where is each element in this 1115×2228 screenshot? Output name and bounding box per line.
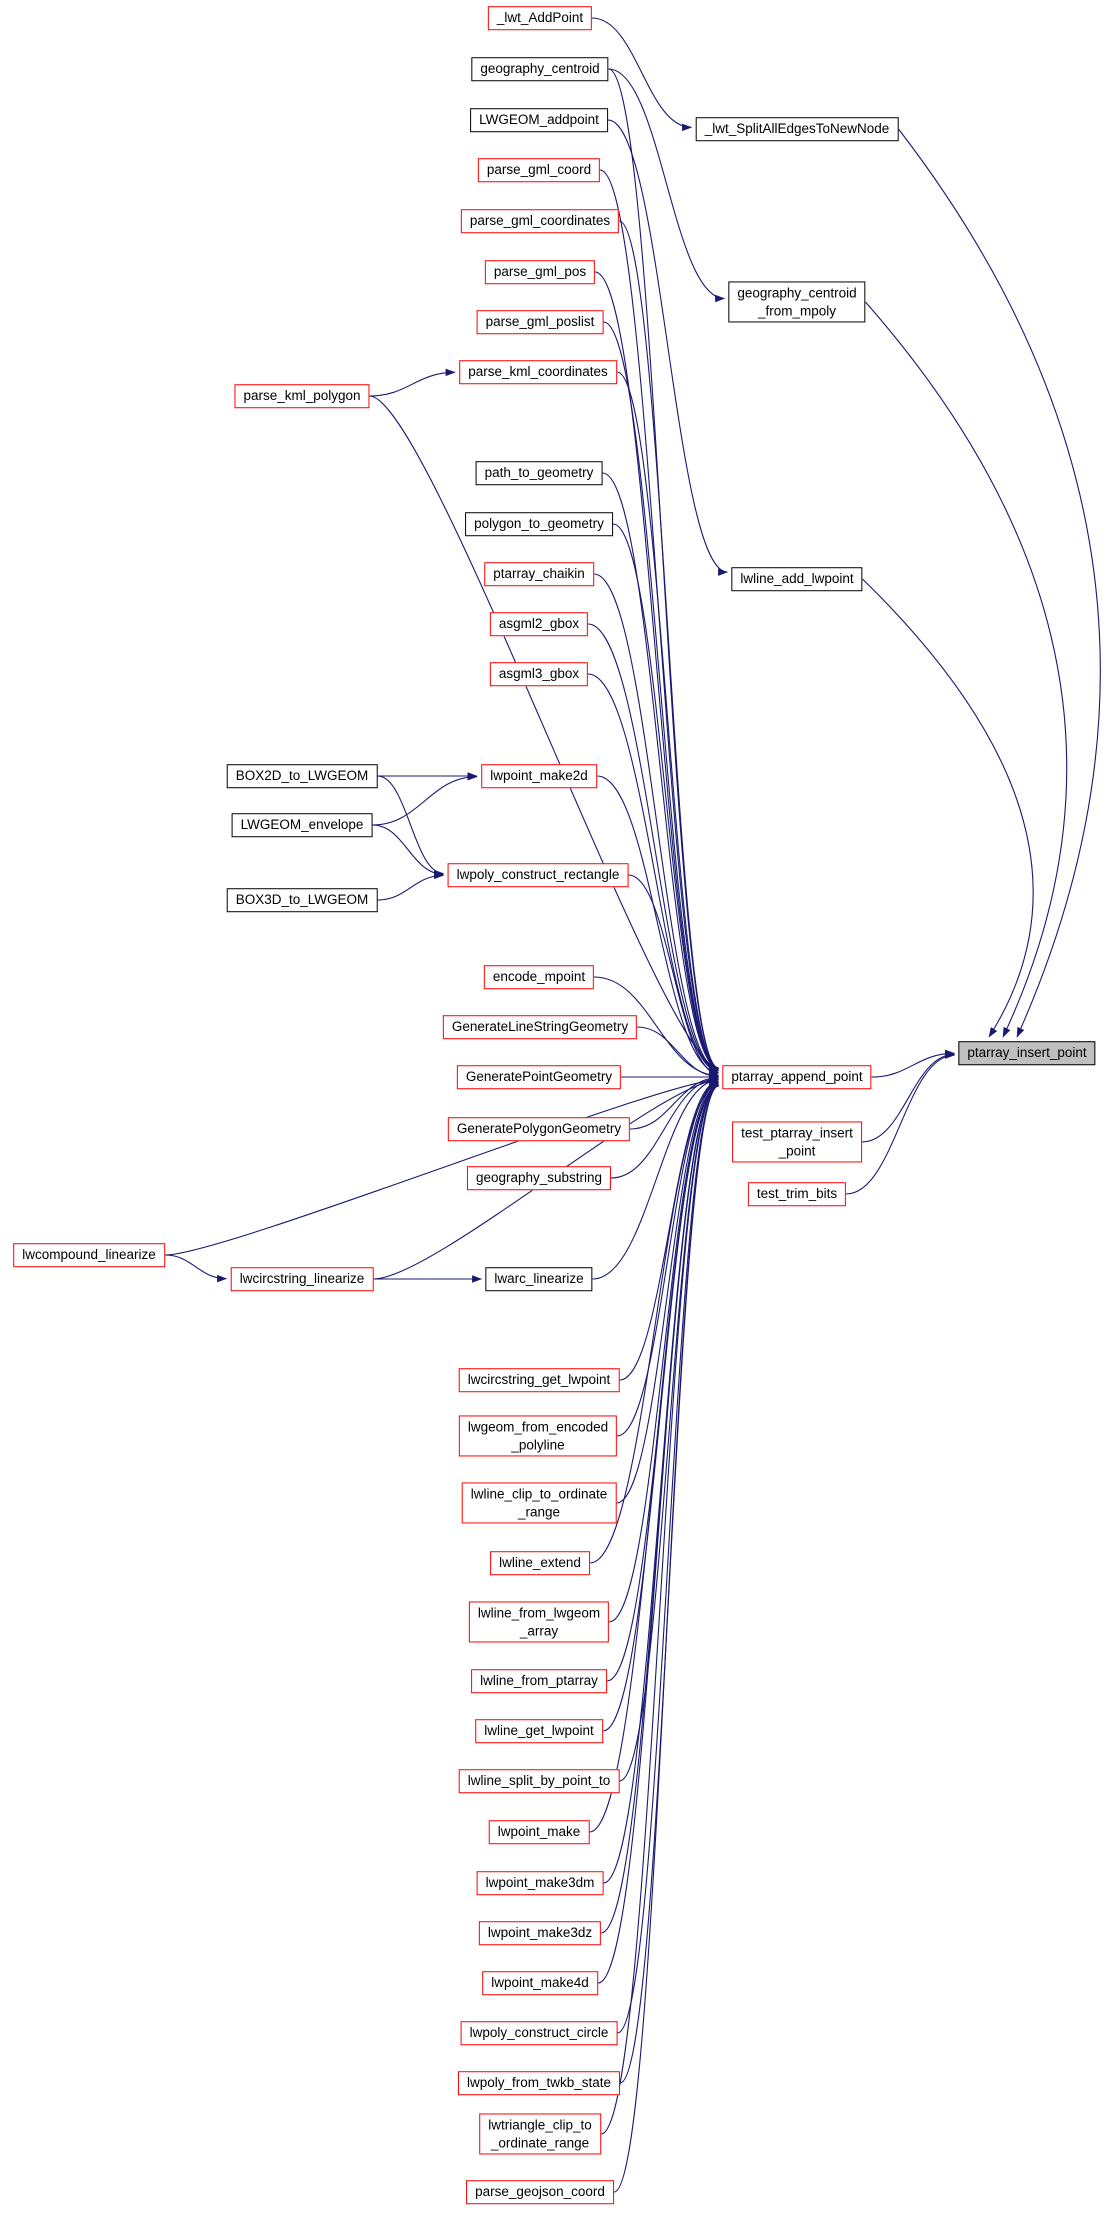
graph-node-lwline_from_ptarray[interactable]: lwline_from_ptarray xyxy=(471,1669,607,1693)
graph-node-geography_centroid_from_mpoly[interactable]: geography_centroid _from_mpoly xyxy=(728,281,866,323)
edge-asgml2_gbox-to-ptarray_append_point xyxy=(587,623,719,1074)
edge-path_to_geometry-to-ptarray_append_point xyxy=(602,472,719,1072)
graph-node-GenerateLineStringGeometry[interactable]: GenerateLineStringGeometry xyxy=(442,1015,638,1039)
edge-lwline_split_by_point_to-to-ptarray_append_point xyxy=(619,1082,719,1782)
edge-geography_centroid-to-geography_centroid_from_mpoly xyxy=(608,68,725,303)
graph-node-_lwt_SplitAllEdgesToNewNode[interactable]: _lwt_SplitAllEdgesToNewNode xyxy=(695,117,899,141)
edge-_lwt_AddPoint-to-_lwt_SplitAllEdgesToNewNode xyxy=(591,17,692,132)
graph-node-lwpoint_make2d[interactable]: lwpoint_make2d xyxy=(481,764,597,788)
edge-lwarc_linearize-to-ptarray_append_point xyxy=(592,1076,719,1280)
edge-lwpoly_construct_circle-to-ptarray_append_point xyxy=(617,1082,719,2034)
graph-node-lwpoint_make[interactable]: lwpoint_make xyxy=(488,1820,590,1844)
edge-lwpoint_make2d-to-ptarray_append_point xyxy=(596,775,719,1077)
edge-asgml3_gbox-to-ptarray_append_point xyxy=(587,673,719,1075)
graph-node-lwline_add_lwpoint[interactable]: lwline_add_lwpoint xyxy=(731,567,863,591)
edge-GenerateLineStringGeometry-to-ptarray_append_point xyxy=(636,1026,719,1080)
graph-node-lwpoint_make4d[interactable]: lwpoint_make4d xyxy=(482,1971,598,1995)
edge-test_ptarray_insert_point-to-ptarray_insert_point xyxy=(861,1050,955,1143)
graph-node-lwtriangle_clip_to_ordinate_range[interactable]: lwtriangle_clip_to _ordinate_range xyxy=(479,2113,601,2155)
graph-node-lwpoint_make3dz[interactable]: lwpoint_make3dz xyxy=(478,1921,602,1945)
graph-node-BOX3D_to_LWGEOM[interactable]: BOX3D_to_LWGEOM xyxy=(226,888,378,912)
edge-BOX2D_to_LWGEOM-to-lwpoly_construct_rectangle xyxy=(377,775,444,878)
edge-lwline_clip_to_ordinate_range-to-ptarray_append_point xyxy=(616,1079,719,1504)
edge-geography_centroid_from_mpoly-to-ptarray_insert_point xyxy=(865,301,1068,1038)
edge-lwline_add_lwpoint-to-ptarray_insert_point xyxy=(862,578,1034,1038)
edge-ptarray_chaikin-to-ptarray_append_point xyxy=(593,573,719,1074)
graph-node-lwline_extend[interactable]: lwline_extend xyxy=(490,1551,590,1575)
graph-node-parse_gml_coordinates[interactable]: parse_gml_coordinates xyxy=(460,209,620,233)
graph-node-lwpoly_construct_circle[interactable]: lwpoly_construct_circle xyxy=(460,2021,618,2045)
graph-node-LWGEOM_envelope[interactable]: LWGEOM_envelope xyxy=(231,813,373,837)
graph-node-encode_mpoint[interactable]: encode_mpoint xyxy=(483,965,595,989)
graph-node-asgml2_gbox[interactable]: asgml2_gbox xyxy=(489,612,589,636)
graph-node-parse_gml_poslist[interactable]: parse_gml_poslist xyxy=(476,310,604,334)
edge-parse_kml_polygon-to-ptarray_append_point xyxy=(369,395,719,1072)
graph-node-test_ptarray_insert_point[interactable]: test_ptarray_insert _point xyxy=(732,1121,862,1163)
graph-node-test_trim_bits[interactable]: test_trim_bits xyxy=(747,1182,847,1206)
graph-node-polygon_to_geometry[interactable]: polygon_to_geometry xyxy=(465,512,613,536)
graph-node-lwcircstring_linearize[interactable]: lwcircstring_linearize xyxy=(230,1267,374,1291)
edge-geography_substring-to-ptarray_append_point xyxy=(610,1074,719,1179)
graph-node-parse_gml_coord[interactable]: parse_gml_coord xyxy=(477,158,601,182)
graph-node-GeneratePolygonGeometry[interactable]: GeneratePolygonGeometry xyxy=(447,1117,631,1141)
graph-node-lwpoint_make3dm[interactable]: lwpoint_make3dm xyxy=(476,1871,604,1895)
edge-parse_kml_coordinates-to-ptarray_append_point xyxy=(616,371,719,1072)
edge-_lwt_SplitAllEdgesToNewNode-to-ptarray_insert_point xyxy=(898,128,1101,1038)
graph-node-lwarc_linearize[interactable]: lwarc_linearize xyxy=(485,1267,593,1291)
edge-lwcompound_linearize-to-ptarray_append_point xyxy=(164,1075,719,1256)
graph-node-LWGEOM_addpoint[interactable]: LWGEOM_addpoint xyxy=(470,108,608,132)
graph-node-BOX2D_to_LWGEOM[interactable]: BOX2D_to_LWGEOM xyxy=(226,764,378,788)
graph-node-parse_gml_pos[interactable]: parse_gml_pos xyxy=(484,260,596,284)
graph-node-lwline_get_lwpoint[interactable]: lwline_get_lwpoint xyxy=(475,1719,603,1743)
graph-node-geography_substring[interactable]: geography_substring xyxy=(466,1166,612,1190)
graph-node-ptarray_chaikin[interactable]: ptarray_chaikin xyxy=(484,562,594,586)
graph-node-parse_kml_polygon[interactable]: parse_kml_polygon xyxy=(234,384,370,408)
edge-parse_geojson_coord-to-ptarray_append_point xyxy=(613,1082,719,2193)
graph-node-_lwt_AddPoint[interactable]: _lwt_AddPoint xyxy=(487,6,593,30)
edge-lwpoly_construct_rectangle-to-ptarray_append_point xyxy=(628,874,719,1078)
edge-polygon_to_geometry-to-ptarray_append_point xyxy=(612,523,719,1073)
edge-lwtriangle_clip_to_ordinate_range-to-ptarray_append_point xyxy=(600,1082,719,2135)
edge-ptarray_append_point-to-ptarray_insert_point xyxy=(871,1049,955,1078)
graph-node-lwcompound_linearize[interactable]: lwcompound_linearize xyxy=(13,1243,165,1267)
edge-test_trim_bits-to-ptarray_insert_point xyxy=(845,1051,955,1195)
edge-lwcircstring_get_lwpoint-to-ptarray_append_point xyxy=(619,1077,719,1381)
graph-node-lwline_from_lwgeom_array[interactable]: lwline_from_lwgeom _array xyxy=(468,1601,610,1643)
edge-parse_kml_polygon-to-parse_kml_coordinates xyxy=(369,368,456,397)
edge-BOX3D_to_LWGEOM-to-lwpoly_construct_rectangle xyxy=(377,871,444,901)
edge-LWGEOM_envelope-to-lwpoint_make2d xyxy=(372,772,478,826)
graph-node-lwcircstring_get_lwpoint[interactable]: lwcircstring_get_lwpoint xyxy=(458,1368,620,1392)
edge-lwcompound_linearize-to-lwcircstring_linearize xyxy=(164,1254,227,1283)
edge-parse_gml_poslist-to-ptarray_append_point xyxy=(603,321,719,1072)
graph-node-ptarray_append_point[interactable]: ptarray_append_point xyxy=(722,1065,872,1089)
graph-node-lwline_split_by_point_to[interactable]: lwline_split_by_point_to xyxy=(458,1769,620,1793)
graph-node-asgml3_gbox[interactable]: asgml3_gbox xyxy=(489,662,589,686)
graph-node-geography_centroid[interactable]: geography_centroid xyxy=(471,57,609,81)
edge-lwpoint_make4d-to-ptarray_append_point xyxy=(597,1082,719,1984)
graph-node-lwpoly_construct_rectangle[interactable]: lwpoly_construct_rectangle xyxy=(447,863,629,887)
edge-lwline_extend-to-ptarray_append_point xyxy=(589,1080,719,1564)
edge-LWGEOM_addpoint-to-lwline_add_lwpoint xyxy=(607,119,728,576)
graph-node-GeneratePointGeometry[interactable]: GeneratePointGeometry xyxy=(456,1065,622,1089)
graph-node-lwpoly_from_twkb_state[interactable]: lwpoly_from_twkb_state xyxy=(457,2071,621,2095)
graph-node-lwgeom_from_encoded_polyline[interactable]: lwgeom_from_encoded _polyline xyxy=(458,1415,618,1457)
edge-lwline_from_lwgeom_array-to-ptarray_append_point xyxy=(608,1081,719,1623)
edge-parse_gml_pos-to-ptarray_append_point xyxy=(594,271,719,1072)
graph-node-parse_kml_coordinates[interactable]: parse_kml_coordinates xyxy=(459,360,617,384)
edge-parse_gml_coordinates-to-ptarray_append_point xyxy=(618,220,719,1072)
edge-GeneratePolygonGeometry-to-ptarray_append_point xyxy=(629,1074,719,1130)
graph-node-parse_geojson_coord[interactable]: parse_geojson_coord xyxy=(466,2180,614,2204)
graph-node-lwline_clip_to_ordinate_range[interactable]: lwline_clip_to_ordinate _range xyxy=(461,1482,617,1524)
graph-node-path_to_geometry[interactable]: path_to_geometry xyxy=(475,461,603,485)
graph-node-ptarray_insert_point: ptarray_insert_point xyxy=(958,1041,1096,1065)
